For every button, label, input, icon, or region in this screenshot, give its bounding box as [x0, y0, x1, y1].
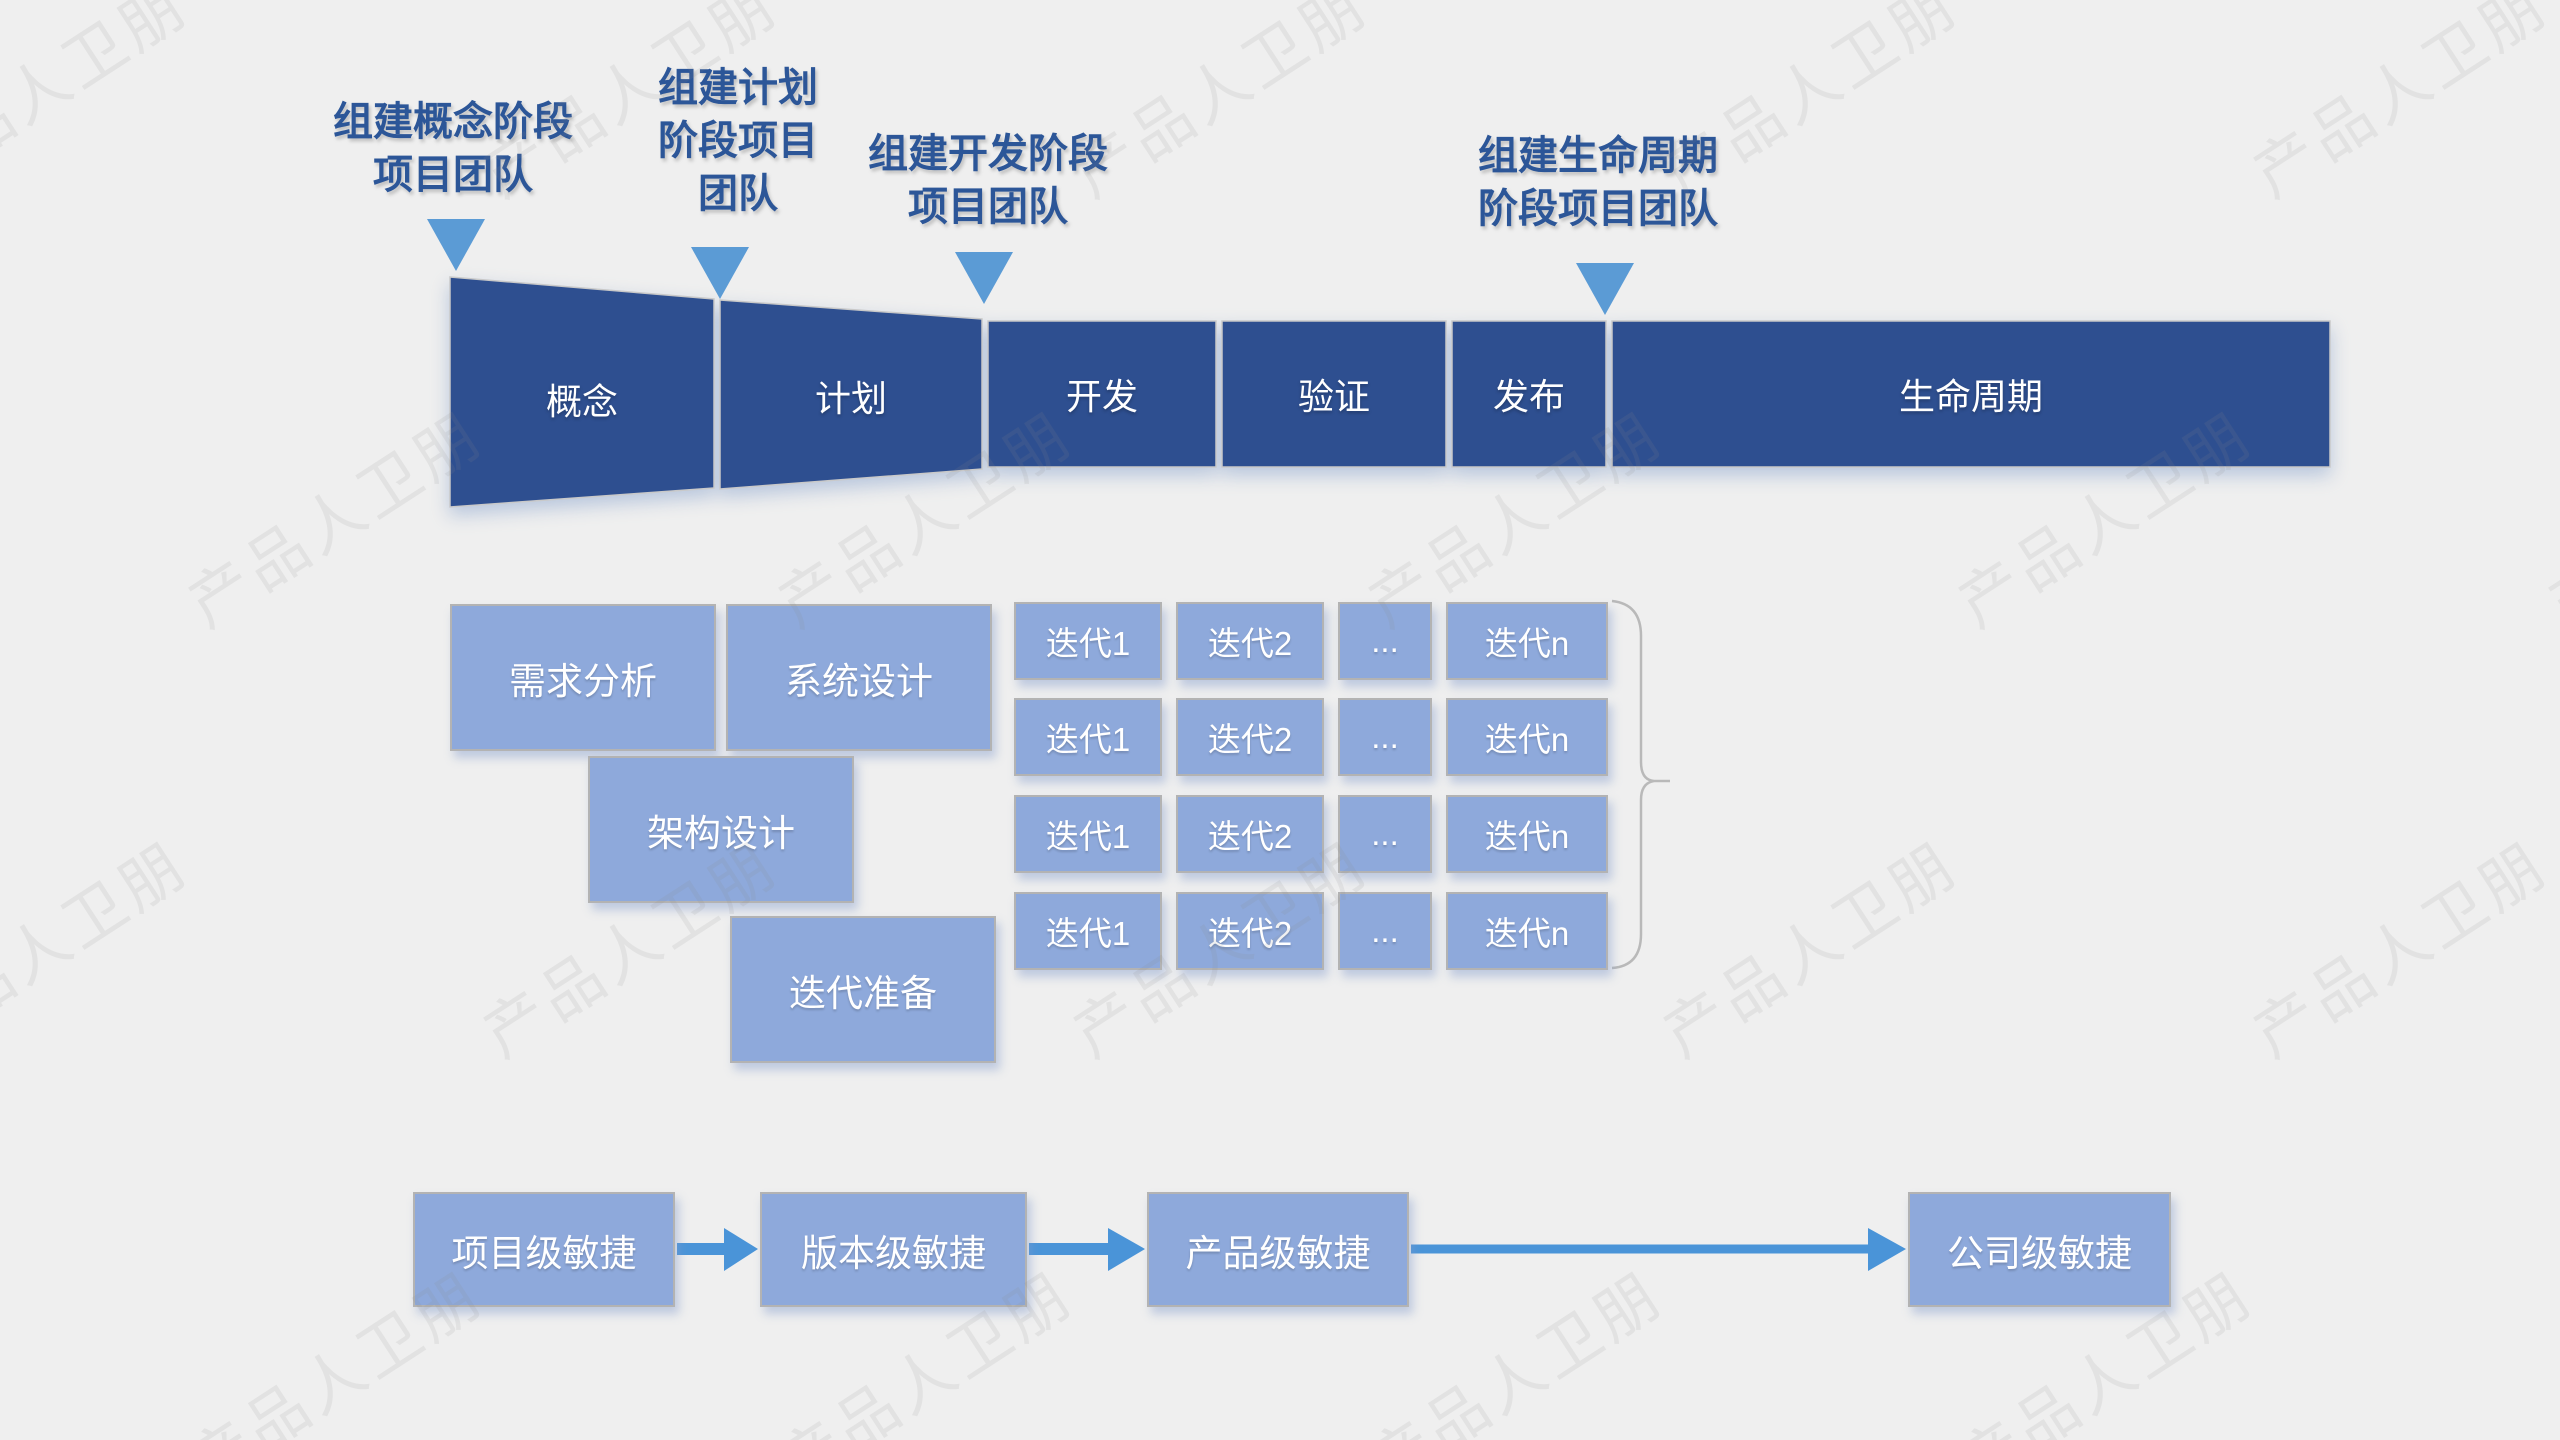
annotation-plan-team: 组建计划 阶段项目 团队 — [658, 66, 818, 216]
workbox-requirements-analysis: 需求分析 — [450, 604, 716, 751]
phase-label-verify: 验证 — [1297, 376, 1371, 417]
iteration-cell: 迭代n — [1446, 892, 1608, 970]
phase-shape-concept — [449, 276, 715, 508]
iteration-cell: 迭代2 — [1176, 602, 1324, 680]
phase-label-release: 发布 — [1492, 376, 1566, 417]
iteration-cell: ... — [1338, 602, 1432, 680]
flowbox-product-agile: 产品级敏捷 — [1147, 1192, 1409, 1307]
workbox-system-design: 系统设计 — [726, 604, 992, 751]
marker-triangle-develop — [955, 252, 1013, 304]
flowbox-company-agile: 公司级敏捷 — [1908, 1192, 2171, 1307]
phase-label-plan: 计划 — [814, 378, 888, 419]
phase-funnel — [449, 276, 2331, 508]
phase-shape-develop — [987, 320, 1217, 468]
annotation-lifecycle-team: 组建生命周期 阶段项目团队 — [1478, 134, 1718, 231]
annotation-develop-team: 组建开发阶段 项目团队 — [868, 132, 1108, 229]
iteration-cell: ... — [1338, 892, 1432, 970]
annotation-concept-team: 组建概念阶段 项目团队 — [333, 100, 573, 197]
iteration-cell: 迭代2 — [1176, 892, 1324, 970]
iteration-cell: ... — [1338, 795, 1432, 873]
iteration-brace — [1611, 599, 1670, 970]
phase-label-lifecycle: 生命周期 — [1898, 376, 2044, 417]
workbox-architecture-design: 架构设计 — [588, 756, 854, 903]
marker-triangle-plan — [691, 247, 749, 299]
marker-triangle-lifecycle — [1576, 263, 1634, 315]
iteration-cell: 迭代n — [1446, 795, 1608, 873]
iteration-cell: 迭代1 — [1014, 892, 1162, 970]
phase-shape-plan — [719, 299, 983, 490]
phase-shape-lifecycle — [1611, 320, 2331, 468]
iteration-cell: 迭代1 — [1014, 698, 1162, 776]
iteration-cell: 迭代n — [1446, 698, 1608, 776]
arrowhead-project-to-version — [724, 1228, 758, 1271]
flowbox-version-agile: 版本级敏捷 — [760, 1192, 1027, 1307]
phase-label-concept: 概念 — [545, 381, 619, 422]
iteration-cell: 迭代n — [1446, 602, 1608, 680]
marker-triangle-concept — [427, 219, 485, 271]
iteration-cell: 迭代1 — [1014, 602, 1162, 680]
arrowhead-product-to-company — [1868, 1228, 1906, 1271]
iteration-cell: 迭代1 — [1014, 795, 1162, 873]
phase-shape-verify — [1221, 320, 1447, 468]
iteration-cell: 迭代2 — [1176, 698, 1324, 776]
workbox-iteration-preparation: 迭代准备 — [730, 916, 996, 1063]
phase-label-develop: 开发 — [1065, 376, 1139, 417]
flowbox-project-agile: 项目级敏捷 — [413, 1192, 675, 1307]
phase-shape-release — [1451, 320, 1607, 468]
agile-flow-arrows — [677, 1228, 1906, 1271]
iteration-cell: ... — [1338, 698, 1432, 776]
iteration-cell: 迭代2 — [1176, 795, 1324, 873]
arrowhead-version-to-product — [1108, 1228, 1145, 1271]
